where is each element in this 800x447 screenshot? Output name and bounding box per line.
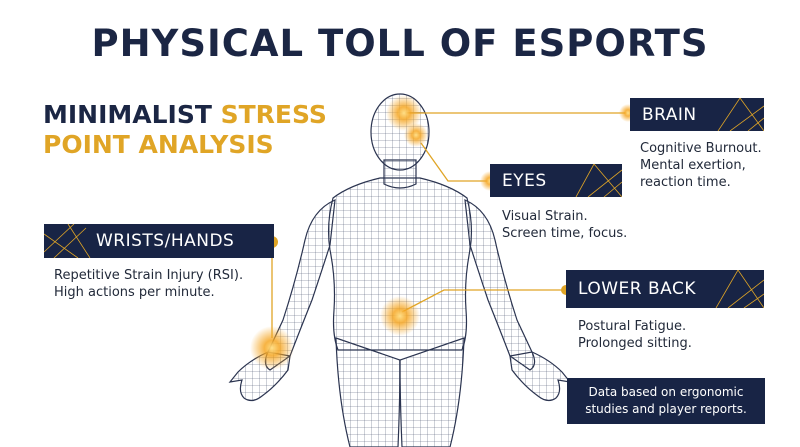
brain-description: Cognitive Burnout. Mental exertion, reac… (640, 140, 762, 191)
brain-label-decor (717, 98, 764, 131)
lowerback-description: Postural Fatigue. Prolonged sitting. (578, 318, 692, 352)
eyes-glow (404, 123, 428, 147)
wrists-description: Repetitive Strain Injury (RSI). High act… (54, 267, 243, 301)
lowerback-desc-line-2: Prolonged sitting. (578, 336, 692, 351)
page-title: PHYSICAL TOLL OF ESPORTS (91, 22, 709, 65)
brain-desc-line-3: reaction time. (640, 175, 731, 190)
lowerback-desc-line-1: Postural Fatigue. (578, 319, 687, 334)
body-silhouette (228, 93, 572, 447)
lowerback-label-decor (715, 270, 764, 308)
eyes-desc-line-2: Screen time, focus. (502, 226, 628, 241)
brain-desc-line-1: Cognitive Burnout. (640, 141, 762, 156)
lowerback-label-text: LOWER BACK (578, 279, 697, 299)
source-note: Data based on ergonomic studies and play… (567, 378, 765, 424)
torso (327, 177, 473, 351)
right-leg (399, 337, 465, 447)
wrists-desc-line-1: Repetitive Strain Injury (RSI). (54, 268, 244, 283)
subtitle-part-2: STRESS (220, 100, 327, 129)
wrists-hands-label: WRISTS/HANDS (44, 224, 274, 258)
eyes-label: EYES (490, 164, 622, 197)
brain-label-text: BRAIN (642, 104, 697, 125)
source-note-line-1: Data based on ergonomic (588, 385, 744, 399)
eyes-desc-line-1: Visual Strain. (502, 209, 588, 224)
wrists-glow (250, 326, 294, 370)
wrists-label-text: WRISTS/HANDS (96, 231, 235, 251)
lowerback-glow (380, 296, 420, 336)
eyes-label-text: EYES (502, 170, 547, 191)
brain-desc-line-2: Mental exertion, (640, 158, 746, 173)
lower-back-label: LOWER BACK (566, 270, 764, 308)
wrists-label-decor (44, 224, 91, 258)
brain-label: BRAIN (630, 98, 764, 131)
eyes-description: Visual Strain. Screen time, focus. (502, 208, 627, 242)
source-note-line-2: studies and player reports. (585, 402, 747, 416)
right-hand (509, 351, 572, 402)
eyes-label-decor (575, 164, 622, 197)
wrists-desc-line-2: High actions per minute. (54, 285, 215, 300)
subtitle-part-3: POINT ANALYSIS (43, 130, 274, 159)
left-leg (335, 337, 401, 447)
subtitle-part-1: MINIMALIST (43, 100, 221, 129)
subtitle: MINIMALIST STRESS POINT ANALYSIS (43, 100, 327, 160)
brain-glow (386, 95, 422, 131)
eyes-connector (420, 142, 490, 182)
